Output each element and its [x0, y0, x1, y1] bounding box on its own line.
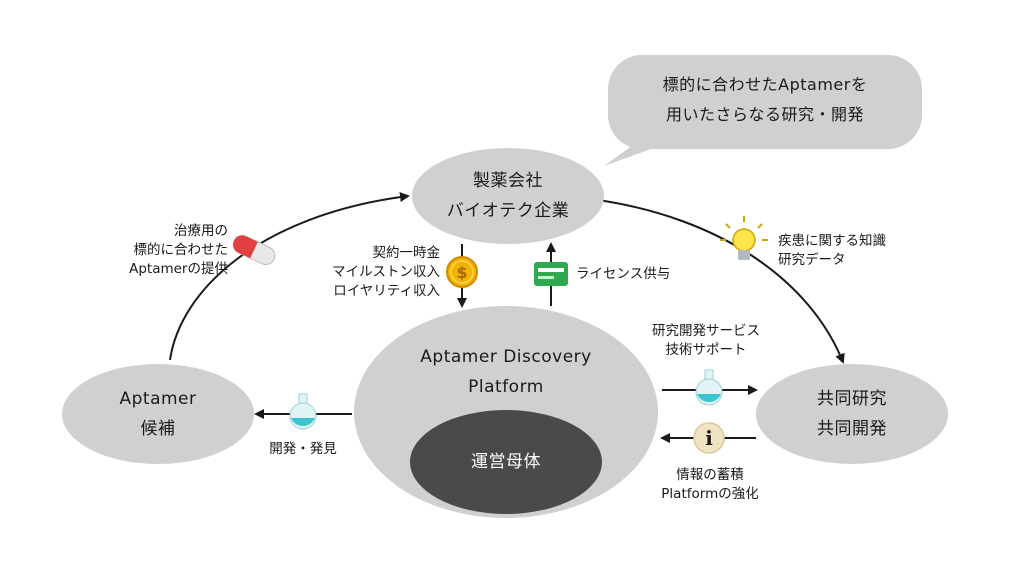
knowledge-line-2: 研究データ [778, 252, 846, 268]
svg-text:$: $ [456, 263, 467, 282]
pharma-line-1: 製薬会社 [473, 171, 543, 191]
accumulation-line-1: 情報の蓄積 [676, 467, 744, 483]
dollar-coin-icon: $ [446, 256, 478, 288]
arc-pharma-to-joint [597, 199, 845, 364]
therapeutic-label: 治療用の 標的に合わせた Aptamerの提供 [90, 222, 228, 279]
callout-line-1: 標的に合わせたAptamerを [662, 75, 868, 94]
platform-line-2: Platform [468, 377, 544, 397]
knowledge-label: 疾患に関する知識 研究データ [778, 232, 886, 270]
accumulation-label: 情報の蓄積 Platformの強化 [640, 466, 780, 504]
node-pharma [412, 148, 604, 244]
license-label: ライセンス供与 [576, 265, 670, 284]
operator-label: 運営母体 [471, 452, 541, 472]
operator-node-text: 運営母体 [410, 447, 602, 477]
node-candidate [62, 364, 254, 464]
therapeutic-line-1: 治療用の [174, 223, 228, 239]
pharma-node-text: 製薬会社 バイオテク企業 [412, 166, 604, 226]
lightbulb-icon [720, 216, 768, 260]
services-line-1: 研究開発サービス [652, 323, 760, 339]
discovery-label: 開発・発見 [248, 440, 358, 459]
candidate-line-2: 候補 [140, 419, 176, 439]
flask-icon [695, 369, 723, 406]
arc-candidate-to-pharma [169, 192, 410, 361]
payments-line-2: マイルストン収入 [332, 264, 440, 280]
node-joint [756, 364, 948, 464]
node-operator [410, 410, 602, 514]
pharma-line-2: バイオテク企業 [446, 201, 570, 221]
flask-icon [289, 393, 317, 430]
callout-bubble [604, 55, 922, 166]
payments-line-3: ロイヤリティ収入 [333, 283, 440, 299]
platform-node-text: Aptamer Discovery Platform [380, 342, 632, 402]
services-label: 研究開発サービス 技術サポート [636, 322, 776, 360]
platform-line-1: Aptamer Discovery [420, 347, 592, 367]
therapeutic-line-2: 標的に合わせた [133, 242, 229, 258]
payments-label: 契約一時金 マイルストン収入 ロイヤリティ収入 [290, 244, 440, 301]
therapeutic-line-3: Aptamerの提供 [129, 261, 228, 277]
info-icon: i [693, 422, 725, 454]
services-line-2: 技術サポート [665, 342, 747, 358]
candidate-node-text: Aptamer 候補 [62, 384, 254, 444]
knowledge-line-1: 疾患に関する知識 [778, 233, 886, 249]
joint-line-1: 共同研究 [817, 389, 887, 409]
payments-line-1: 契約一時金 [372, 245, 441, 261]
joint-line-2: 共同開発 [817, 419, 887, 439]
pill-icon [232, 235, 276, 265]
discovery-text: 開発・発見 [269, 441, 337, 457]
accumulation-line-2: Platformの強化 [661, 486, 759, 502]
license-card-icon [534, 262, 568, 286]
callout-text: 標的に合わせたAptamerを 用いたさらなる研究・開発 [608, 70, 922, 130]
joint-node-text: 共同研究 共同開発 [756, 384, 948, 444]
svg-text:i: i [705, 426, 713, 450]
callout-line-2: 用いたさらなる研究・開発 [665, 105, 864, 124]
license-text: ライセンス供与 [576, 266, 671, 282]
candidate-line-1: Aptamer [119, 389, 197, 409]
